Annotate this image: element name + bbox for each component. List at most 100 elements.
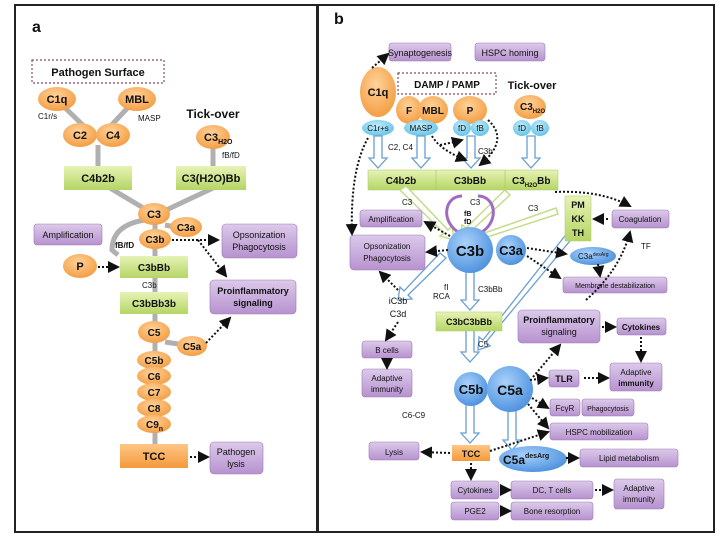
c5a-desarg-node (499, 446, 567, 472)
c3-edge-label-left: C3 (402, 198, 413, 207)
c3b-label-b: C3b (456, 243, 484, 260)
c1q-label-b: C1q (368, 87, 389, 99)
mbl-label-b: MBL (422, 106, 444, 117)
c3-edge-label-mid: C3 (470, 198, 481, 207)
cytokines-box-top (616, 317, 667, 336)
c7-label-a: C7 (148, 388, 161, 399)
c3h2o-node-b (514, 95, 546, 119)
c3a-node-b (496, 235, 526, 265)
b-cells-label: B cells (375, 346, 399, 355)
adaptive-immunity-box-bottom (613, 478, 665, 510)
ficolin-label: F (406, 106, 412, 117)
phagocytosis-label-a: Phagocytosis (232, 242, 286, 252)
c9n-label-a: C9n (146, 420, 163, 433)
c3b-label-a: C3b (146, 235, 165, 246)
tcc-box-b (452, 445, 490, 461)
c1q-node (38, 87, 76, 111)
fd-label-2: fD (518, 124, 526, 133)
damp-pamp-box (397, 72, 497, 95)
c3a-label-b: C3a (499, 243, 524, 258)
c5a-desarg-label: C5adesArg (503, 453, 549, 467)
c3-label-a: C3 (147, 209, 161, 221)
c3-edge-label-right: C3 (528, 204, 539, 213)
fd-label-1: fD (458, 124, 466, 133)
pathogen-surface-label: Pathogen Surface (51, 67, 145, 79)
c4b2b-label-a: C4b2b (81, 173, 115, 185)
properdin-node-a (63, 254, 97, 278)
lipid-metabolism-label: Lipid metabolism (599, 454, 659, 463)
panel-b: b Synaptogenesis HSPC homing DAMP / PAMP… (334, 11, 679, 521)
phagocytosis-box-b (581, 398, 635, 417)
hspc-homing-label: HSPC homing (481, 48, 538, 58)
c3a-label-a: C3a (177, 223, 196, 234)
pm-kk-th-box (564, 195, 592, 242)
fb-node-1 (471, 120, 489, 136)
c3h2o-label-b: C3H2O (520, 102, 545, 115)
kk-label: KK (572, 214, 585, 224)
c6-node-a (137, 367, 171, 385)
proinflammatory-label-b: Proinflammatory (523, 315, 595, 325)
adaptive-label-bottom: Adaptive (623, 484, 655, 493)
adaptive-immunity-box-right (609, 362, 663, 392)
c3a-desarg-label: C3adesArg (578, 252, 609, 261)
c3d-label: C3d (390, 309, 407, 319)
tcc-label-b: TCC (462, 449, 481, 459)
synaptogenesis-label: Synaptogenesis (388, 48, 453, 58)
amplification-label-a: Amplification (42, 230, 93, 240)
c5a-label-a: C5a (183, 342, 202, 353)
lipid-metabolism-box (579, 448, 679, 468)
properdin-label-a: P (76, 261, 83, 273)
th-label: TH (572, 228, 584, 238)
opsonization-label-b: Opsonization (364, 242, 411, 251)
opsonization-label-a: Opsonization (233, 230, 286, 240)
amplification-box-b (359, 209, 423, 228)
fb-label-2: fB (536, 124, 544, 133)
c3b-edge-label-a: C3b (142, 281, 157, 290)
c1rs-label: C1r/s (38, 112, 57, 121)
proinflammatory-box-b (517, 309, 601, 344)
c3b-edge-label-b: C3b (478, 147, 493, 156)
c3bbb-label-b: C3bBb (454, 176, 486, 187)
cytokines-label-bottom: Cytokines (457, 486, 492, 495)
tick-over-label-a: Tick-over (186, 107, 239, 121)
pge2-label: PGE2 (464, 507, 486, 516)
signaling-label-a: signaling (233, 298, 273, 308)
proinflammatory-box-a (209, 279, 297, 315)
c5-label-a: C5 (148, 328, 161, 339)
c3h2o-node-a (196, 125, 230, 149)
coagulation-box (611, 209, 670, 229)
adaptive-label-right: Adaptive (620, 368, 652, 377)
tcc-box-a (120, 444, 188, 468)
c3h2o-label-a: C3H2O (204, 132, 233, 146)
c3h2obb-box-a (176, 166, 246, 190)
c3bc3bbb-box (435, 311, 503, 332)
hspc-mobilization-box (549, 422, 649, 441)
amplification-loop-left (445, 194, 463, 234)
c3a-desarg-node (570, 247, 616, 265)
tlr-label: TLR (555, 374, 573, 384)
c2-node (63, 123, 97, 147)
amplification-label-b: Amplification (368, 215, 413, 224)
pathogen-surface-box (31, 59, 165, 84)
c6-label-a: C6 (148, 372, 161, 383)
c5b-label-b: C5b (459, 382, 484, 397)
lysis-label-a: lysis (227, 459, 245, 469)
lysis-label: Lysis (385, 448, 403, 457)
c3b-node-a (139, 229, 171, 249)
ic3b-label: iC3b (389, 296, 408, 306)
amplification-box-a (33, 223, 103, 246)
c5b-node-b (454, 372, 488, 406)
hspc-homing-box (474, 42, 546, 62)
dc-t-cells-label: DC, T cells (533, 486, 572, 495)
membrane-destabilization-label: Membrane destabilization (575, 283, 655, 290)
panel-a-dotted-arrows (98, 234, 232, 463)
fcgr-label: FcγR (556, 404, 575, 413)
c3b-node-b (447, 227, 493, 273)
pm-label: PM (571, 200, 585, 210)
c5b-node-a (137, 351, 171, 369)
c3h2obb-label-a: C3(H2O)Bb (182, 173, 241, 185)
pathogen-lysis-label-a: Pathogen (217, 447, 256, 457)
tf-label: TF (641, 242, 651, 251)
c4b2b-box-a (64, 166, 132, 190)
mbl-node (118, 87, 156, 111)
